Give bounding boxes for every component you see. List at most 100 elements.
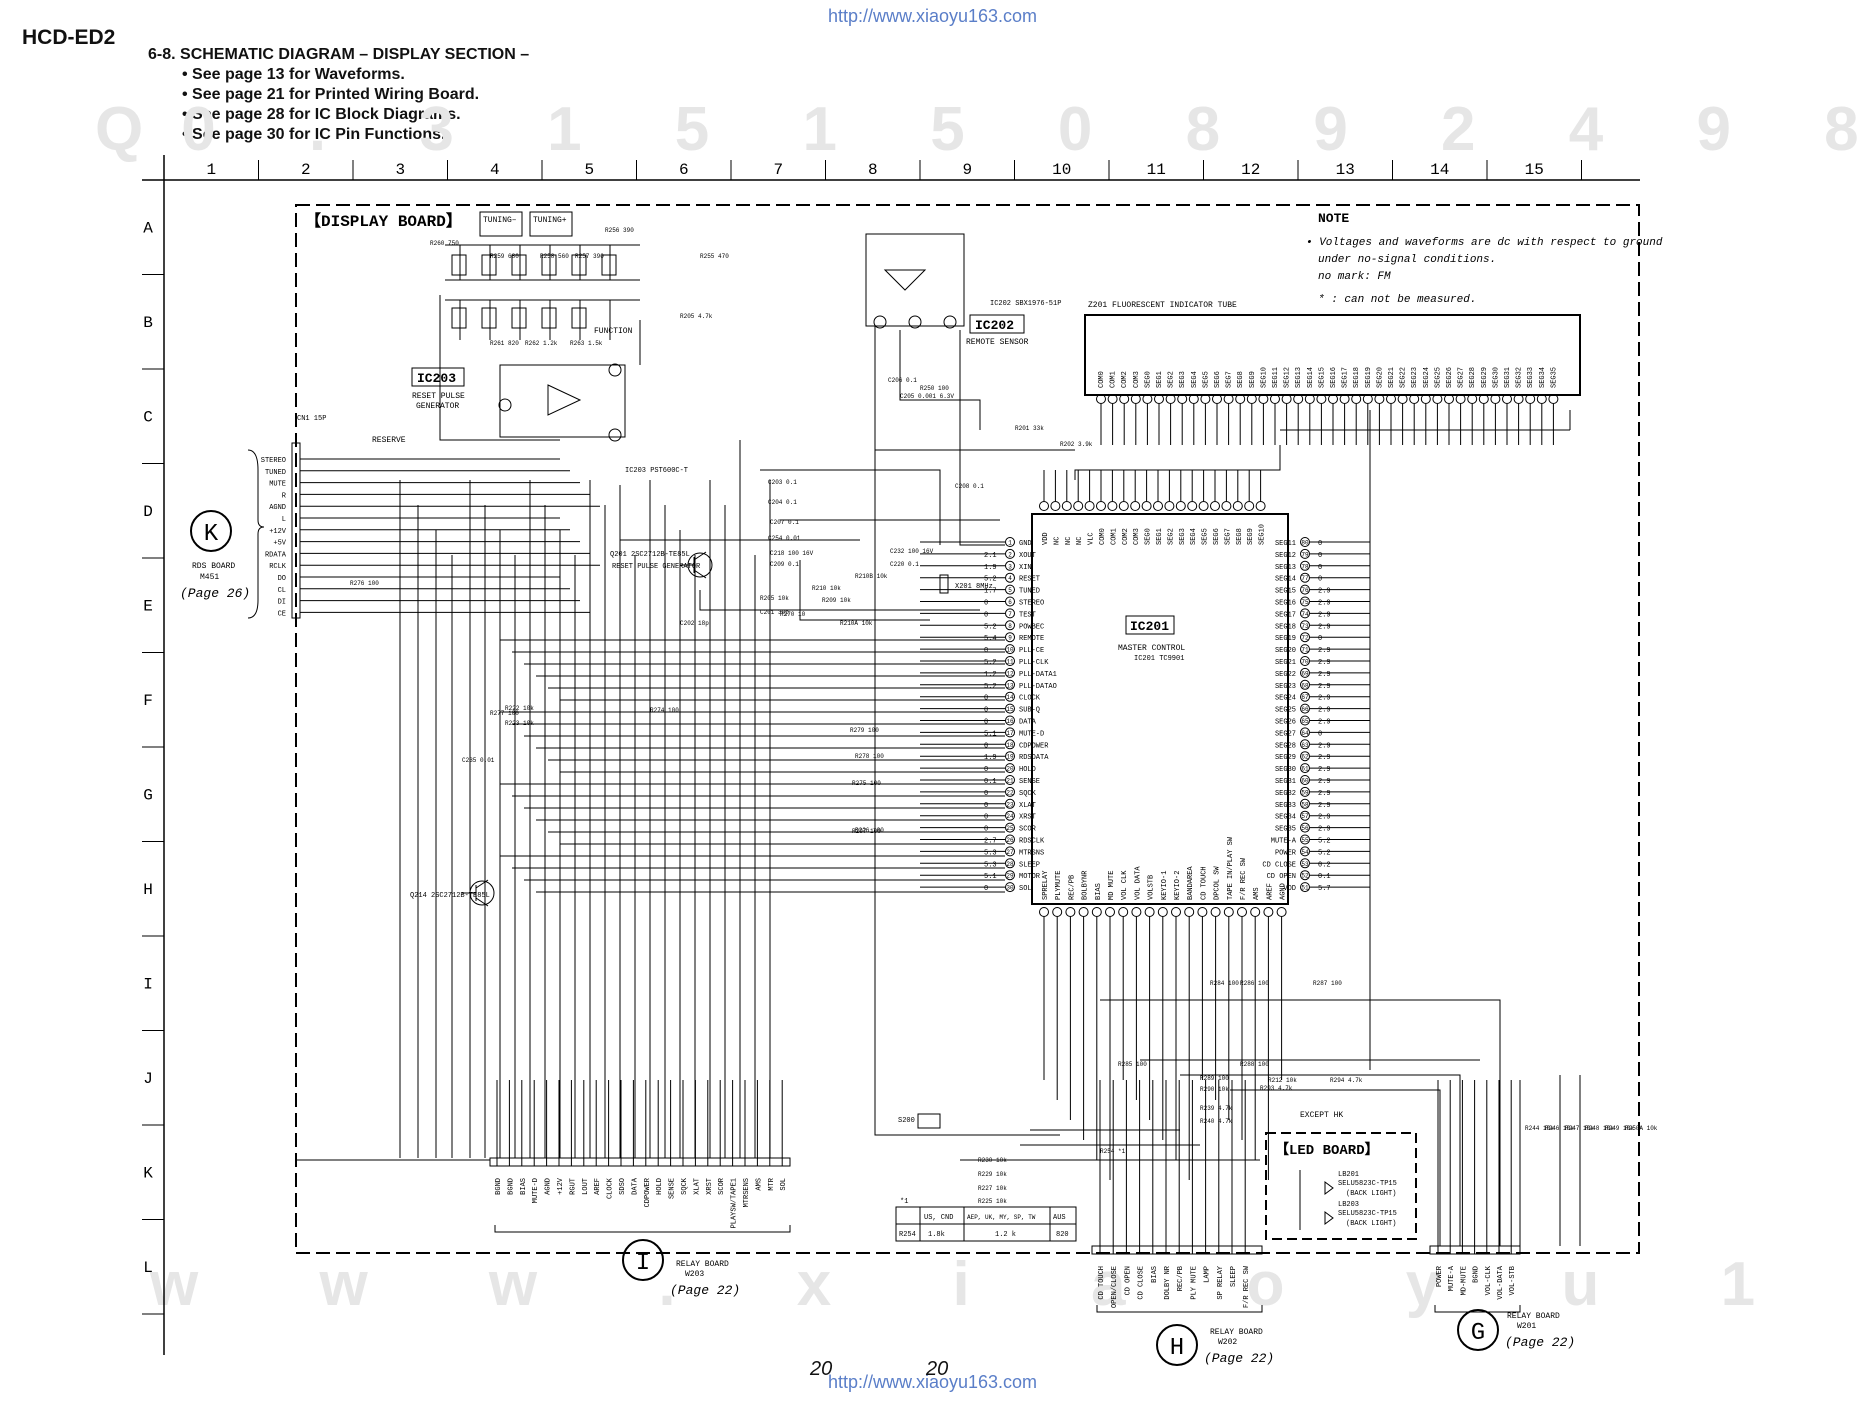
ic201-right-pin-voltage: 2.9 [1318, 766, 1331, 774]
ic201-top-pin-name: VDD [1042, 532, 1050, 545]
tube-pin [1374, 394, 1385, 404]
tube-pin [1270, 394, 1280, 404]
tube-pin-label: SEG4 [1191, 371, 1199, 388]
ic201-left-pin-name: RDSDATA [1019, 754, 1049, 762]
ic201-left-pin-voltage: 0 [984, 719, 988, 727]
component-label: C204 0.1 [768, 499, 797, 506]
component-label: C203 0.1 [768, 479, 797, 486]
connector-g-board: RELAY BOARD [1507, 1312, 1560, 1321]
connector-i-letter: I [636, 1250, 650, 1277]
ic201-right-pin [1300, 810, 1310, 821]
connector-g-ref: W201 [1517, 1322, 1536, 1331]
ic201-top-pin [1061, 501, 1072, 511]
ic201-bottom-pin-name: BIAS [1095, 883, 1103, 900]
ic201-bottom-pin [1131, 907, 1142, 917]
grid-col-label: 10 [1052, 161, 1071, 179]
ic201-left-pin-name: SOL [1019, 885, 1032, 893]
ic201-right-pin-num: 80 [1301, 540, 1309, 547]
ic201-right-pin-name: SEG23 [1275, 683, 1296, 691]
ic201-right-pin-name: CD CLOSE [1262, 861, 1296, 869]
ic201-left-pin [1005, 882, 1015, 893]
conn-pin-name: MUTE-D [532, 1178, 540, 1203]
component-label: R270 10 [780, 611, 806, 618]
tube-pin-label: SEG19 [1365, 367, 1373, 388]
ic201-right-pin-voltage: 5.2 [1318, 849, 1331, 857]
page-title: 6-8. SCHEMATIC DIAGRAM – DISPLAY SECTION… [148, 46, 530, 63]
watermark-url-top[interactable]: http://www.xiaoyu163.com [827, 6, 1038, 26]
ic201-left-pin-name: TEST [1019, 611, 1036, 619]
ic201-left-pin-num: 24 [1006, 813, 1014, 820]
ic201-left-pin-voltage: 1.9 [984, 564, 997, 572]
ic201-bottom-pin [1210, 907, 1221, 917]
ic201-top-pin [1232, 501, 1243, 511]
ic202-label: IC202 [975, 318, 1014, 333]
component-label: R259 680 [490, 253, 519, 260]
component-label: R290 10k [1200, 1086, 1229, 1093]
ic201-left-pin [1005, 572, 1015, 583]
ic201-left-pin-voltage: 1.2 [984, 671, 997, 679]
component-label: R289 100 [1200, 1075, 1229, 1082]
r254-v3: 820 [1056, 1231, 1069, 1239]
cn201-brace [247, 449, 265, 619]
note-ic-block: • See page 28 for IC Block Diagrams. [182, 106, 461, 123]
led-item-6: (BACK LIGHT) [1346, 1220, 1396, 1228]
ic201-right-pin-name: SEG24 [1275, 695, 1296, 703]
ic201-left-pin [1005, 644, 1015, 655]
component-label: C202 18p [680, 620, 709, 627]
ic201-top-pin [1130, 501, 1141, 511]
watermark-url-bottom[interactable]: http://www.xiaoyu163.com [827, 1372, 1038, 1392]
ic201-bottom-pin [1223, 907, 1234, 917]
connector-g-circle [1457, 1309, 1499, 1351]
ic201-right-pin-name: SEG27 [1275, 730, 1296, 738]
conn-pin-name: F/R REC SW [1243, 1265, 1251, 1308]
component-label: R294 4.7k [1330, 1077, 1363, 1084]
conn-pin-name: XRST [706, 1178, 714, 1195]
conn-pin-name: PLAYSW/TAPE1 [731, 1178, 739, 1228]
tube-pin-label: SEG18 [1353, 367, 1361, 388]
tube-pin-label: SEG8 [1237, 371, 1245, 388]
cn201-connector [291, 442, 301, 619]
ic201-label-box [1125, 615, 1175, 635]
ic201-left-pin-voltage: 0 [984, 766, 988, 774]
ic201-left-pin-name: PLL-DATA1 [1019, 671, 1057, 679]
ic201-bottom-pin-name: SPRELAY [1042, 870, 1050, 900]
ic201-left-pin-num: 10 [1006, 647, 1014, 654]
ic201-right-pin-voltage: 0 [1318, 552, 1322, 560]
ic201-right-pin [1300, 834, 1310, 845]
r254-h1: US, CND [924, 1214, 953, 1222]
ic201-right-pin-name: SEG26 [1275, 719, 1296, 727]
ic201-right-pin-voltage: 2.9 [1318, 754, 1331, 762]
conn-pin-name: LAMP [1204, 1266, 1212, 1283]
component-label: C235 0.01 [462, 757, 495, 764]
component-label: R246 10k [1545, 1125, 1574, 1132]
tube-bus [1074, 410, 1571, 1070]
ic201-left-pin-name: MUTE-D [1019, 730, 1044, 738]
reserve-label: RESERVE [372, 436, 406, 445]
component-label: R274 100 [650, 707, 679, 714]
connector-h-letter: H [1170, 1335, 1184, 1362]
ic201-right-pin [1300, 703, 1310, 714]
grid-col-label: 13 [1336, 161, 1355, 179]
ic201-left-pin-voltage: 5.2 [984, 659, 997, 667]
component-label: R210B 10k [855, 573, 888, 580]
note-waveforms: • See page 13 for Waveforms. [182, 66, 405, 83]
conn-pin-name: VOL-STB [1509, 1266, 1517, 1295]
component-label: R240 4.7k [1200, 1118, 1233, 1125]
ic201-right-pin-voltage: 2.9 [1318, 659, 1331, 667]
tube-pin [1444, 394, 1454, 404]
component-label: R287 100 [1313, 980, 1342, 987]
ic201-right-pin [1300, 620, 1310, 631]
ic201-left-pin-num: 11 [1006, 659, 1014, 666]
ic201-right-pin [1300, 667, 1310, 678]
ic201-bottom-pin [1171, 907, 1181, 917]
tube-pin-label: SEG33 [1527, 367, 1535, 388]
tube-pin-label: SEG6 [1214, 371, 1222, 388]
conn-pin-name: BIAS [1151, 1266, 1159, 1283]
tube-pin [1200, 394, 1211, 404]
tube-pin [1130, 394, 1141, 404]
ic201-left-pin-num: 20 [1006, 766, 1014, 773]
note-title: NOTE [1318, 211, 1349, 226]
ic201-left-pin-name: RESET [1019, 576, 1040, 584]
ic201-top-pin [1039, 501, 1049, 511]
tube-pin [1212, 394, 1222, 404]
